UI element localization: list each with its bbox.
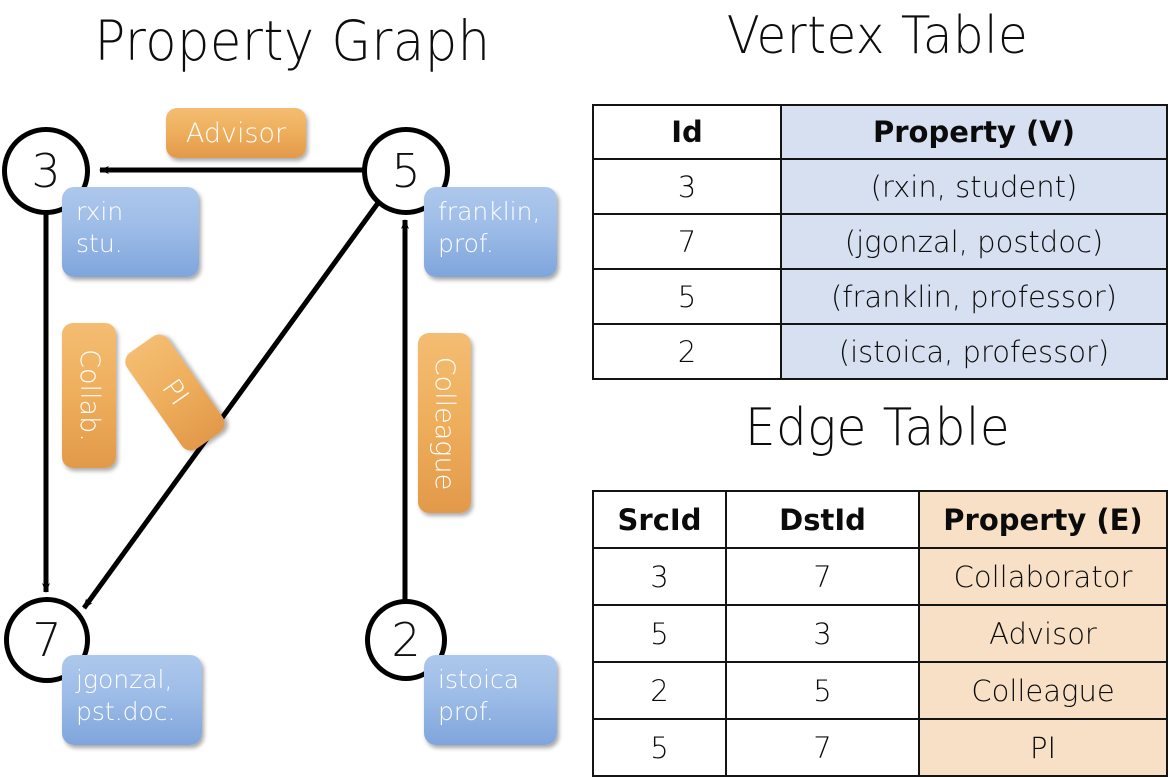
edge-cell-property: Collaborator	[918, 547, 1168, 606]
page-title-property-graph: Property Graph	[94, 9, 491, 73]
edge-table-header-dstid: DstId	[725, 490, 920, 549]
edge-label-advisor-text: Advisor	[185, 117, 287, 149]
vertex-cell-id: 3	[592, 158, 782, 215]
vertex-cell-property: (jgonzal, postdoc)	[780, 213, 1168, 270]
edge-table-header-srcid: SrcId	[592, 490, 727, 549]
node-property-3-line1: rxin	[76, 197, 124, 226]
edge-cell-dst: 5	[725, 661, 920, 720]
edge-cell-src: 2	[592, 661, 727, 720]
vertex-table-header-property: Property (V)	[780, 104, 1168, 160]
vertex-cell-property: (istoica, professor)	[780, 323, 1168, 380]
vertex-cell-property: (franklin, professor)	[780, 268, 1168, 325]
page-title-edge-table: Edge Table	[744, 398, 1011, 458]
edge-table-header-row: SrcId DstId Property (E)	[592, 490, 1168, 549]
edge-cell-src: 3	[592, 547, 727, 606]
edge-label-advisor[interactable]: Advisor	[166, 108, 306, 158]
edge-label-collab[interactable]: Collab.	[62, 323, 116, 468]
table-row[interactable]: 7 (jgonzal, postdoc)	[592, 213, 1168, 270]
node-property-box-5[interactable]: franklin, prof.	[424, 187, 557, 277]
table-row[interactable]: 5 7 PI	[592, 718, 1168, 777]
graph-edges-svg	[42, 166, 409, 610]
edge-cell-property: PI	[918, 718, 1168, 777]
edge-label-pi-text: PI	[155, 373, 195, 412]
table-row[interactable]: 2 5 Colleague	[592, 661, 1168, 720]
table-row[interactable]: 2 (istoica, professor)	[592, 323, 1168, 380]
edge-line-5-to-7	[81, 201, 381, 610]
graph-node-2[interactable]: 2	[365, 599, 447, 681]
graph-node-5[interactable]: 5	[362, 127, 450, 215]
node-property-2-line2: prof.	[438, 697, 494, 726]
edge-cell-src: 5	[592, 604, 727, 663]
node-property-2-line1: istoica	[438, 665, 520, 694]
edge-table: SrcId DstId Property (E) 3 7 Collaborato…	[592, 490, 1168, 777]
vertex-cell-id: 2	[592, 323, 782, 380]
edge-cell-property: Advisor	[918, 604, 1168, 663]
vertex-cell-property: (rxin, student)	[780, 158, 1168, 215]
node-property-box-7[interactable]: jgonzal, pst.doc.	[62, 655, 202, 745]
edge-cell-src: 5	[592, 718, 727, 777]
edge-cell-dst: 3	[725, 604, 920, 663]
vertex-table: Id Property (V) 3 (rxin, student) 7 (jgo…	[592, 104, 1168, 380]
edge-label-colleague-text: Colleague	[429, 356, 460, 490]
vertex-table-header-row: Id Property (V)	[592, 104, 1168, 160]
node-property-3-line2: stu.	[76, 229, 123, 258]
property-graph-diagram: 3 5 7 2 rxin stu. franklin, prof. jgonza…	[0, 0, 585, 760]
node-property-5-line1: franklin,	[438, 197, 541, 226]
page-title-vertex-table: Vertex Table	[726, 6, 1029, 66]
node-property-box-3[interactable]: rxin stu.	[62, 187, 199, 277]
vertex-cell-id: 5	[592, 268, 782, 325]
table-row[interactable]: 5 (franklin, professor)	[592, 268, 1168, 325]
edge-label-colleague[interactable]: Colleague	[418, 333, 471, 513]
node-property-box-2[interactable]: istoica prof.	[424, 655, 557, 745]
vertex-table-header-id: Id	[592, 104, 782, 160]
edge-cell-dst: 7	[725, 547, 920, 606]
edge-cell-dst: 7	[725, 718, 920, 777]
vertex-cell-id: 7	[592, 213, 782, 270]
edge-table-header-property: Property (E)	[918, 490, 1168, 549]
node-property-7-line2: pst.doc.	[76, 697, 176, 726]
table-row[interactable]: 3 (rxin, student)	[592, 158, 1168, 215]
node-property-5-line2: prof.	[438, 229, 494, 258]
edge-label-collab-text: Collab.	[73, 349, 105, 442]
node-property-7-line1: jgonzal,	[76, 665, 173, 694]
edge-cell-property: Colleague	[918, 661, 1168, 720]
table-row[interactable]: 3 7 Collaborator	[592, 547, 1168, 606]
table-row[interactable]: 5 3 Advisor	[592, 604, 1168, 663]
